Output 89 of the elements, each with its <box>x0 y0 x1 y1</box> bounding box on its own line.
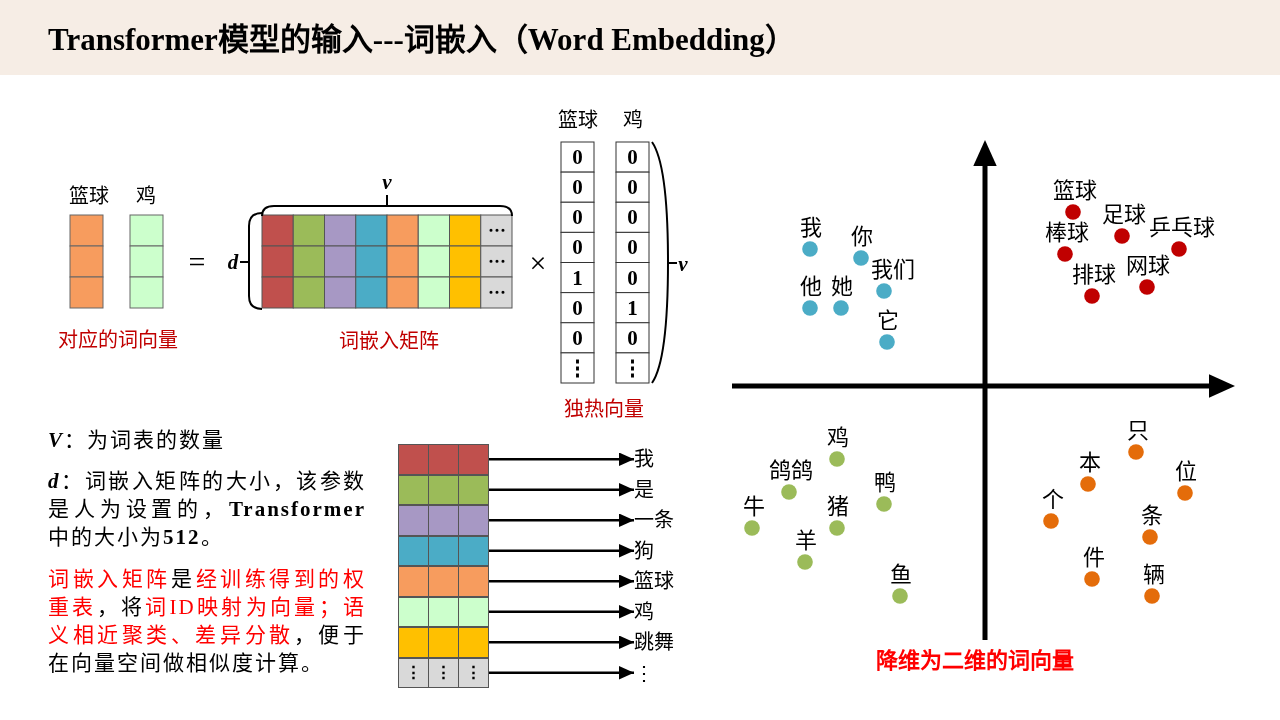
ellipsis: ⋯ <box>487 221 506 240</box>
caption: 对应的词向量 <box>58 330 178 350</box>
ellipsis: ⋯ <box>487 252 506 271</box>
point-label: 本 <box>1079 452 1101 474</box>
arrow <box>489 483 634 497</box>
column-header: 鸡 <box>136 186 156 206</box>
word-label: 篮球 <box>634 566 674 597</box>
vector-entry: ⋮ <box>567 357 588 379</box>
arrow <box>489 574 634 588</box>
point-label: 条 <box>1141 505 1163 527</box>
caption: 独热向量 <box>564 399 644 419</box>
point-label: 棒球 <box>1045 222 1089 244</box>
point-label: 她 <box>831 276 853 298</box>
ellipsis: ⋮ <box>435 664 452 682</box>
embedding-row <box>398 596 489 627</box>
vector-entry: 0 <box>627 267 638 288</box>
arrow <box>489 544 634 558</box>
definition-text: V：为词表的数量 <box>48 427 226 454</box>
note-text: 词嵌入矩阵是经训练得到的权重表，将词ID映射为向量；语义相近聚类、差异分散，便于在向量空间做相似度计算。 <box>48 566 366 677</box>
point-label: 排球 <box>1072 264 1116 286</box>
point-label: 鸡 <box>827 427 849 449</box>
variable-label: v <box>678 253 688 275</box>
arrow <box>489 666 634 680</box>
point-label: 鸽鸽 <box>769 460 813 482</box>
vector-entry: 0 <box>627 176 638 198</box>
caption: 降维为二维的词向量 <box>876 650 1074 672</box>
math-operator: × <box>529 248 547 278</box>
column-header: 鸡 <box>622 110 643 130</box>
word-label: 是 <box>634 474 654 505</box>
point-label: 辆 <box>1143 564 1165 586</box>
arrow <box>489 452 634 466</box>
title: Transformer模型的输入---词嵌入（Word Embedding） <box>48 21 796 59</box>
vector-entry: 0 <box>572 176 583 198</box>
vector-entry: 0 <box>627 146 638 168</box>
point-label: 件 <box>1083 547 1105 569</box>
point-label: 猪 <box>827 496 849 518</box>
point-label: 足球 <box>1102 204 1146 226</box>
point-label: 我 <box>800 217 822 239</box>
embedding-row <box>398 444 489 475</box>
vector-entry: 0 <box>627 327 638 349</box>
vector-entry: 0 <box>572 297 583 319</box>
vector-entry: 0 <box>572 146 583 168</box>
point-label: 网球 <box>1126 255 1170 277</box>
point-label: 篮球 <box>1053 180 1097 202</box>
embedding-row <box>398 627 489 658</box>
word-label: 跳舞 <box>634 627 674 658</box>
variable-label: d <box>227 251 239 273</box>
vector-entry: 0 <box>627 236 638 258</box>
point-label: 他 <box>800 276 822 298</box>
variable-label: v <box>382 171 392 193</box>
word-label: 我 <box>634 444 654 475</box>
point-label: 羊 <box>795 530 817 552</box>
word-label: 狗 <box>634 535 654 566</box>
point-label: 我们 <box>871 259 915 281</box>
vector-entry: 0 <box>572 327 583 349</box>
arrow <box>489 635 634 649</box>
point-label: 个 <box>1042 489 1064 511</box>
point-label: 位 <box>1175 461 1197 483</box>
word-label: 鸡 <box>634 596 654 627</box>
point-label: 鸭 <box>874 472 896 494</box>
vector-entry: 1 <box>572 267 583 288</box>
point-label: 它 <box>877 310 899 332</box>
point-label: 你 <box>851 226 873 248</box>
word-label: 一条 <box>634 505 674 536</box>
point-label: 只 <box>1127 420 1149 442</box>
vector-entry: 1 <box>627 297 638 319</box>
ellipsis: ⋯ <box>487 283 506 302</box>
caption: 词嵌入矩阵 <box>339 331 439 351</box>
arrow <box>489 513 634 527</box>
column-header: 篮球 <box>558 110 598 130</box>
arrow <box>489 605 634 619</box>
point-label: 牛 <box>743 496 765 518</box>
word-label: ⋮ <box>634 657 654 688</box>
vector-entry: 0 <box>627 206 638 228</box>
vector-entry: 0 <box>572 236 583 258</box>
column-header: 篮球 <box>69 186 109 206</box>
ellipsis: ⋮ <box>465 664 482 682</box>
embedding-row <box>398 474 489 505</box>
math-operator: = <box>188 247 206 277</box>
embedding-row <box>398 505 489 536</box>
ellipsis: ⋮ <box>405 664 422 682</box>
embedding-row <box>398 566 489 597</box>
definition-text: d：词嵌入矩阵的大小，该参数是人为设置的，Transformer中的大小为512。 <box>48 468 366 551</box>
point-label: 乒乓球 <box>1149 217 1215 239</box>
embedding-row <box>398 535 489 566</box>
vector-entry: ⋮ <box>622 357 643 379</box>
point-label: 鱼 <box>890 564 912 586</box>
vector-entry: 0 <box>572 206 583 228</box>
embedding-row <box>398 657 489 688</box>
